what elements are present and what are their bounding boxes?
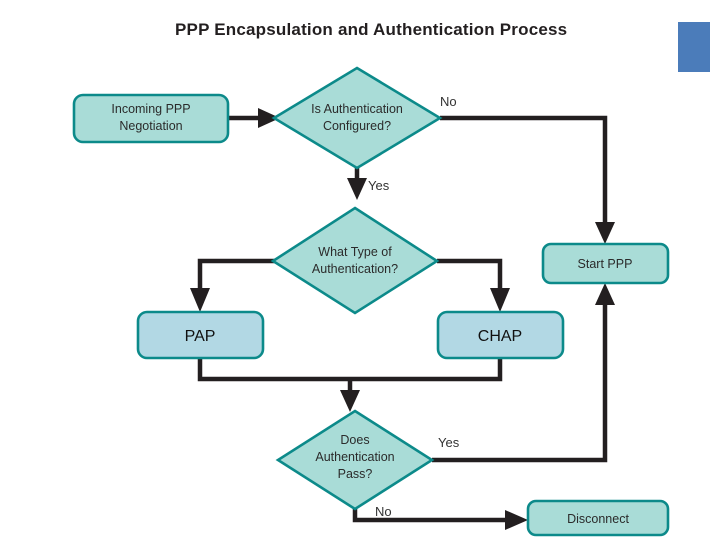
node-label: PAP: [185, 328, 216, 345]
node-label-line-2: Authentication: [315, 450, 394, 464]
node-label-line-2: Configured?: [323, 119, 391, 133]
page-title: PPP Encapsulation and Authentication Pro…: [175, 20, 567, 39]
edge-start-to-is-auth: [228, 108, 280, 128]
node-what-type-of-authentication[interactable]: What Type of Authentication?: [270, 206, 440, 315]
node-label: Start PPP: [578, 257, 633, 271]
node-label-line-1: Does: [340, 433, 369, 447]
node-chap[interactable]: CHAP: [436, 310, 565, 360]
node-disconnect[interactable]: Disconnect: [526, 499, 670, 537]
node-label: CHAP: [478, 328, 522, 345]
decoration-blue-rectangle: [678, 22, 710, 72]
node-label-line-3: Pass?: [338, 467, 373, 481]
node-label-line-1: What Type of: [318, 245, 392, 259]
edge-is-auth-yes: [347, 168, 367, 200]
node-label-line-1: Is Authentication: [311, 102, 403, 116]
node-start-ppp[interactable]: Start PPP: [541, 242, 670, 285]
edge-protocols-to-auth-pass: [197, 358, 503, 412]
edge-label-no-bottom: No: [375, 504, 392, 519]
node-label-line-2: Negotiation: [119, 119, 182, 133]
node-does-authentication-pass[interactable]: Does Authentication Pass?: [275, 409, 435, 511]
node-pap[interactable]: PAP: [136, 310, 265, 360]
edge-label-yes-bottom: Yes: [438, 435, 460, 450]
node-label-line-1: Incoming PPP: [111, 102, 190, 116]
node-incoming-ppp-negotiation[interactable]: Incoming PPP Negotiation: [72, 93, 230, 144]
node-label-line-2: Authentication?: [312, 262, 398, 276]
edge-auth-pass-yes: [432, 283, 615, 463]
edge-label-no-top: No: [440, 94, 457, 109]
edge-is-auth-no: [440, 115, 615, 244]
edge-label-yes-top: Yes: [368, 178, 390, 193]
edge-auth-type-to-pap: [190, 258, 277, 312]
connector-layer: [190, 108, 615, 530]
edge-auth-type-to-chap: [437, 258, 510, 312]
node-label: Disconnect: [567, 512, 629, 526]
node-is-authentication-configured[interactable]: Is Authentication Configured?: [271, 66, 443, 170]
